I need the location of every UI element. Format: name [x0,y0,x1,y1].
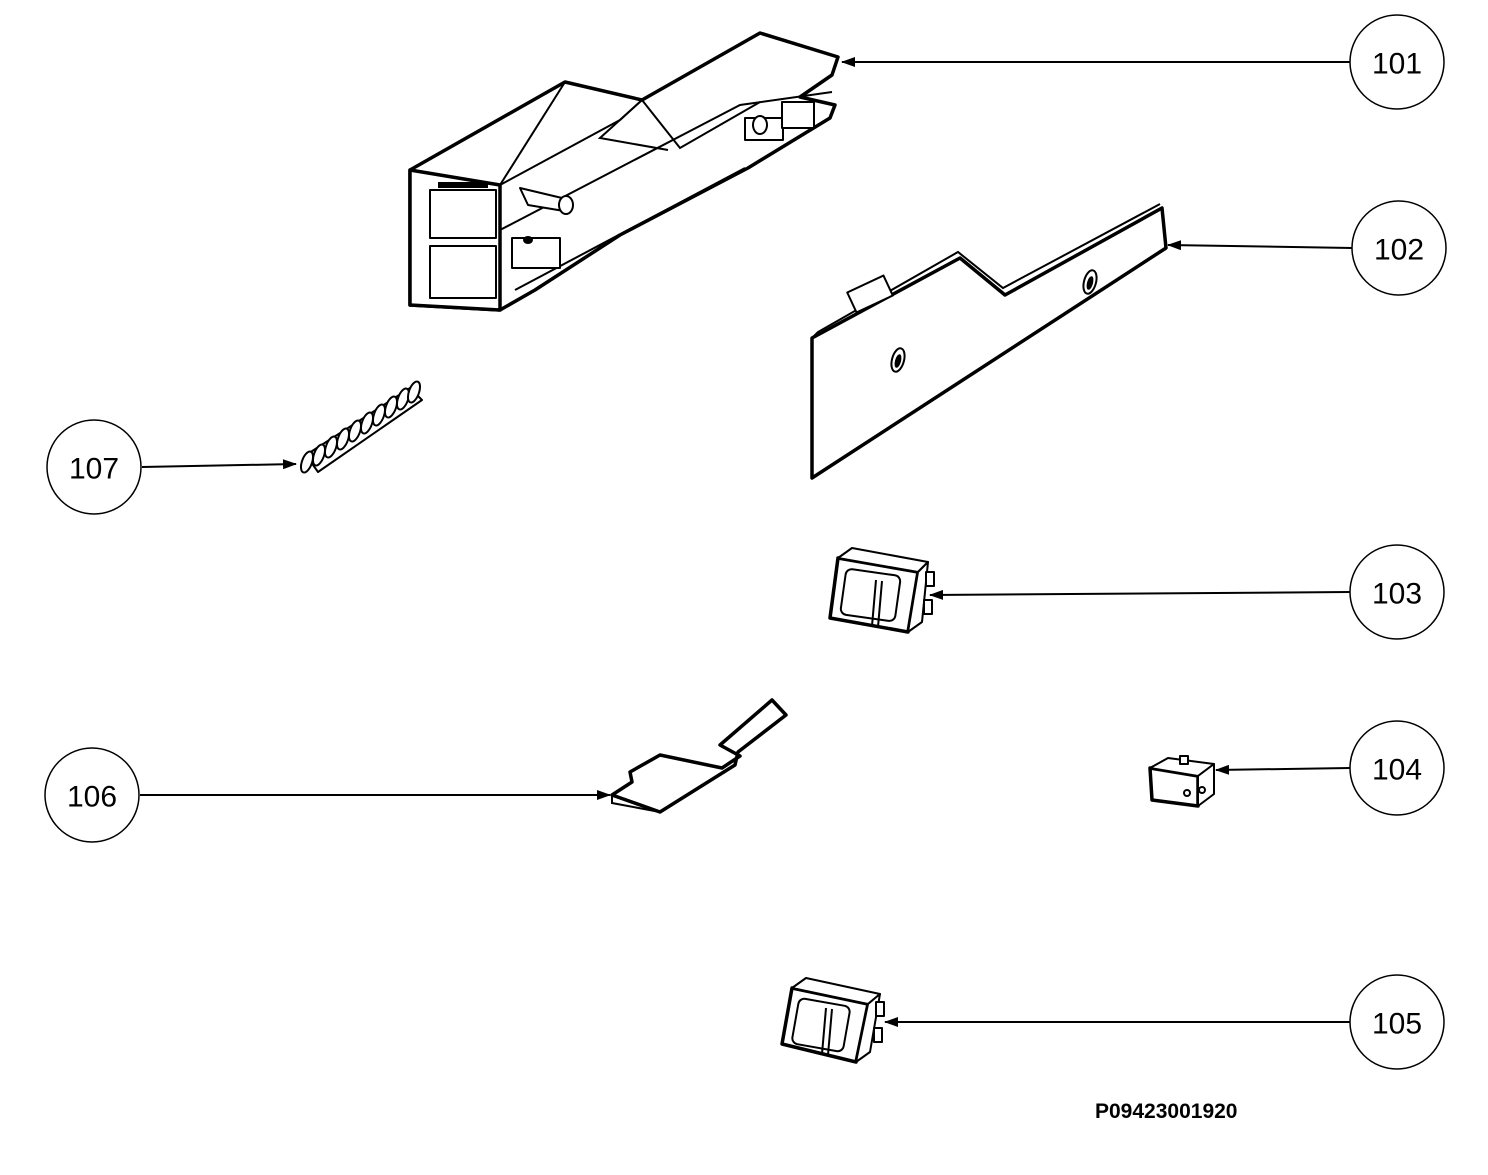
callout-103: 103 [1349,544,1445,640]
leader-104 [1215,764,1351,775]
callout-label: 103 [1372,578,1422,611]
callout-label: 101 [1372,48,1422,81]
callout-label: 105 [1372,1008,1422,1041]
part-105-rocker-switch [780,977,885,1064]
callout-105: 105 [1349,974,1445,1070]
part-107-spring [299,380,423,474]
reference-code: P09423001920 [1095,1100,1237,1123]
callout-label: 106 [67,781,117,814]
part-102-panel [810,203,1168,480]
leader-102 [1167,240,1353,251]
leader-103 [929,589,1351,600]
part-106-plate [610,698,788,814]
leader-107 [141,459,297,470]
callout-101: 101 [1349,14,1445,110]
part-103-rocker-switch [828,547,935,634]
callout-label: 107 [69,453,119,486]
callout-107: 107 [46,419,142,515]
callout-label: 102 [1374,234,1424,267]
callout-label: 104 [1372,754,1422,787]
callout-104: 104 [1349,720,1445,816]
callout-102: 102 [1351,200,1447,296]
part-101-housing [408,31,840,312]
part-104-micro-switch [1148,755,1215,808]
callout-106: 106 [44,747,140,843]
